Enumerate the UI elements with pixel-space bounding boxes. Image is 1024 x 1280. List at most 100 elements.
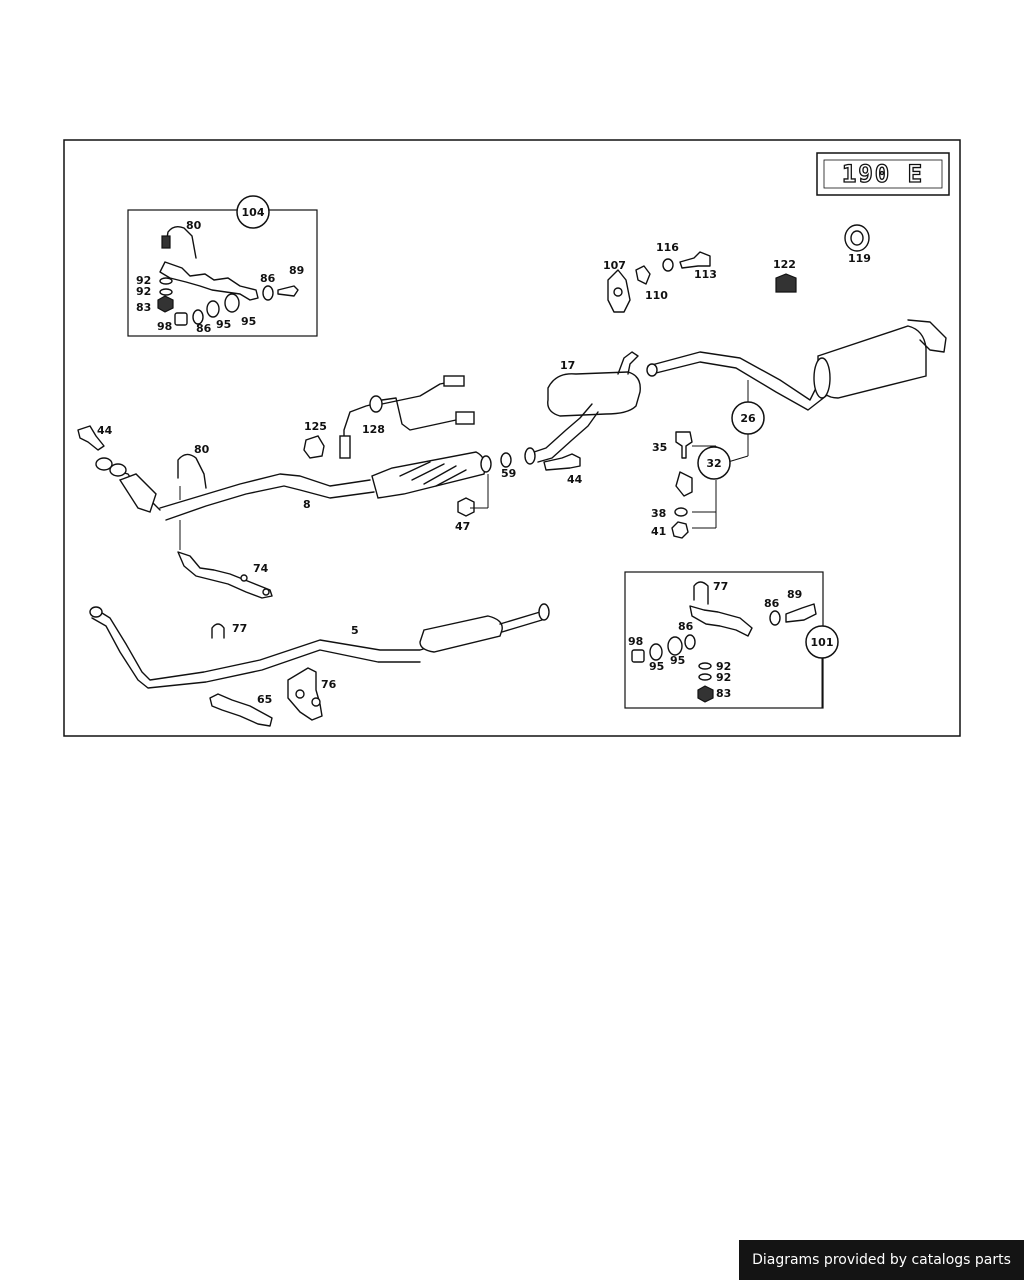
label-116: 116 — [656, 241, 679, 254]
nut-41 — [671, 521, 689, 539]
u-bolt-80-b — [177, 453, 207, 489]
nut-83-b — [697, 685, 714, 703]
clamp-110 — [635, 265, 651, 285]
bracket-65 — [209, 693, 273, 727]
label-41: 41 — [651, 525, 666, 538]
nut-83-a — [157, 295, 174, 313]
label-38: 38 — [651, 507, 666, 520]
model-badge: 190 E — [816, 152, 950, 196]
model-badge-text: 190 E — [842, 160, 924, 188]
callout-101: 101 — [805, 625, 839, 708]
label-95: 95 — [241, 315, 256, 328]
u-bolt-77-b — [693, 581, 709, 605]
front-pipe-8-top — [159, 473, 371, 509]
catalytic-converter — [371, 451, 486, 499]
callout-101-label: 101 — [811, 636, 834, 649]
bolt-44-b — [543, 453, 581, 471]
rear-muffler-assembly — [646, 319, 947, 411]
label-119: 119 — [848, 252, 871, 265]
sensor-connector — [455, 411, 475, 425]
label-95: 95 — [670, 654, 685, 667]
hanger-107 — [607, 269, 631, 313]
front-catalyst-5 — [419, 615, 503, 653]
label-86: 86 — [764, 597, 780, 610]
label-44: 44 — [97, 424, 113, 437]
diagram-frame — [63, 139, 961, 737]
label-59: 59 — [501, 467, 516, 480]
u-bolt-80-a — [165, 225, 197, 259]
hanger-stud-17 — [617, 351, 639, 375]
front-pipe-5 — [89, 603, 550, 689]
bolt-98-a — [174, 312, 188, 326]
callout-104-label: 104 — [242, 206, 265, 219]
front-pipe-8 — [95, 451, 492, 521]
label-44: 44 — [567, 473, 583, 486]
footer-banner: Diagrams provided by catalogs parts — [739, 1240, 1024, 1280]
bracket-101 — [689, 605, 753, 637]
middle-muffler-assembly — [524, 351, 641, 465]
label-8: 8 — [303, 498, 311, 511]
label-110: 110 — [645, 289, 668, 302]
label-86: 86 — [196, 322, 212, 335]
washer-38 — [674, 507, 688, 517]
label-95: 95 — [649, 660, 664, 673]
callout-26-label: 26 — [740, 412, 756, 425]
label-65: 65 — [257, 693, 272, 706]
washer-92-b — [159, 288, 173, 296]
label-77: 77 — [713, 580, 728, 593]
part-labels: 80 92 92 83 86 89 98 86 95 95 107 116 11… — [97, 219, 871, 706]
gasket-59 — [500, 452, 512, 468]
washer-86-b — [192, 309, 204, 325]
rubber-mount-122 — [775, 273, 797, 293]
oxygen-sensor — [303, 375, 475, 459]
bolt-35 — [675, 431, 693, 459]
callout-32: 32 — [671, 431, 731, 539]
label-77: 77 — [232, 622, 247, 635]
washer-86-d — [684, 634, 696, 650]
sensor-plug — [443, 375, 465, 387]
inset-101 — [624, 571, 824, 709]
front-pipe-5-top — [93, 607, 441, 681]
bracket-80-104 — [159, 261, 259, 301]
label-47: 47 — [455, 520, 470, 533]
hanger-hardware — [607, 224, 870, 313]
bracket-74 — [177, 520, 273, 599]
bolt-89-a — [277, 285, 299, 297]
washer-86-c — [769, 610, 781, 626]
callout-104: 104 — [236, 195, 270, 229]
label-92: 92 — [136, 274, 151, 287]
washer-86-a — [262, 285, 274, 301]
label-86: 86 — [678, 620, 694, 633]
label-80: 80 — [186, 219, 202, 232]
label-35: 35 — [652, 441, 667, 454]
bushing-95-d — [667, 636, 683, 656]
label-5: 5 — [351, 624, 359, 637]
rear-muffler — [817, 325, 927, 399]
bolt-89-b — [785, 603, 817, 623]
label-89: 89 — [289, 264, 304, 277]
rear-pipe — [647, 351, 841, 401]
label-95: 95 — [216, 318, 231, 331]
label-76: 76 — [321, 678, 337, 691]
bushing-95-b — [224, 293, 240, 313]
inset-104 — [127, 209, 318, 337]
bolt-98-b — [631, 649, 645, 663]
bushing-95-a — [206, 300, 220, 318]
label-86: 86 — [260, 272, 276, 285]
label-17: 17 — [560, 359, 575, 372]
label-92: 92 — [716, 671, 731, 684]
label-107: 107 — [603, 259, 626, 272]
washer-116 — [662, 258, 674, 272]
label-83: 83 — [136, 301, 151, 314]
callout-32-label: 32 — [706, 457, 721, 470]
bolt-44-a — [77, 425, 105, 451]
middle-muffler — [547, 371, 641, 417]
tailpipe — [907, 319, 947, 353]
middle-pipe — [533, 403, 593, 453]
bushing-95-c — [649, 643, 663, 661]
label-83: 83 — [716, 687, 731, 700]
label-92: 92 — [136, 285, 151, 298]
label-92: 92 — [716, 660, 731, 673]
label-113: 113 — [694, 268, 717, 281]
label-89: 89 — [787, 588, 802, 601]
